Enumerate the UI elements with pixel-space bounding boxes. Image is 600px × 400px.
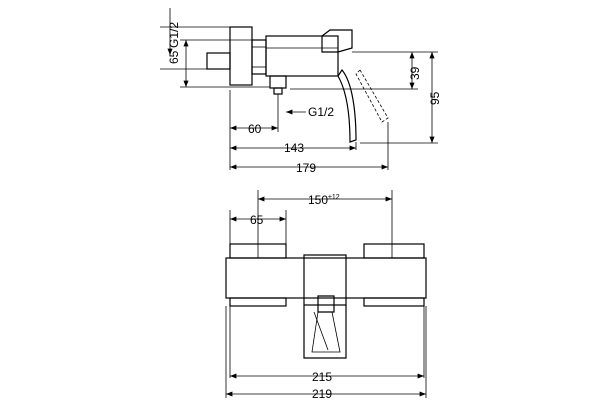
valve-body [265, 35, 339, 77]
right-cap-bottom [363, 297, 425, 307]
dim-143-width: 143 [284, 141, 304, 155]
left-cap-bottom [229, 297, 287, 307]
dim-65-height: 65 [167, 50, 181, 64]
dim-95-height: 95 [428, 91, 442, 105]
spout-slot [317, 295, 335, 313]
connection-nut [251, 39, 267, 75]
dim-179-width: 179 [296, 161, 316, 175]
dim-215-width: 215 [312, 370, 332, 384]
dim-60-width: 60 [248, 122, 262, 136]
front-lever [303, 254, 347, 306]
dim-g12-bottom: G1/2 [308, 105, 334, 119]
outlet-body [269, 75, 287, 89]
outlet-thread [273, 87, 283, 95]
front-spout [303, 305, 347, 359]
lever-handle [337, 68, 357, 143]
dim-150-tolerance: ±12 [328, 194, 340, 201]
dim-65-width: 65 [250, 213, 264, 227]
dim-219-width: 219 [312, 387, 332, 400]
lever-head [321, 29, 353, 53]
front-view: 150 ±12 65 215 219 [225, 190, 427, 400]
dim-g12-top: G1/2 [167, 22, 181, 48]
lever-motion-path [355, 69, 389, 123]
wall-stub [206, 52, 231, 70]
side-view: G1/2 65 39 95 G1/2 60 143 179 [160, 8, 442, 175]
dim-39-height: 39 [408, 66, 422, 80]
dim-150-center: 150 [308, 193, 328, 207]
right-cap [363, 243, 425, 259]
mounting-flange [229, 26, 253, 86]
front-body [225, 257, 427, 299]
